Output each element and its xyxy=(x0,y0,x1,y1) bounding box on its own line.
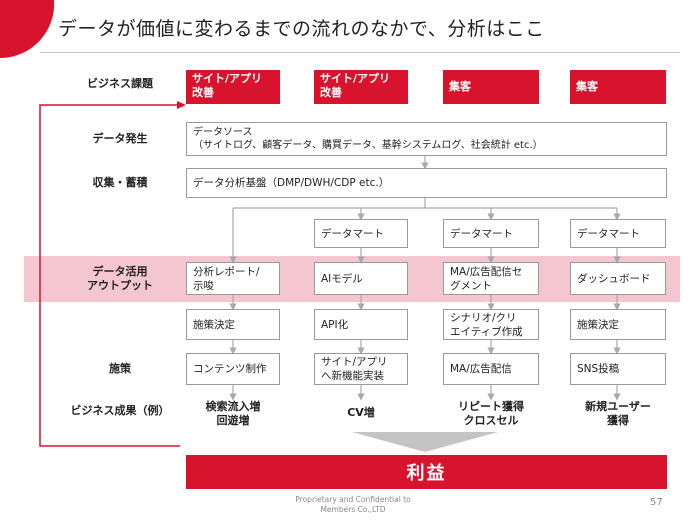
action-feature-label: サイト/アプリ へ新機能実装 xyxy=(321,356,388,382)
action-content: コンテンツ制作 xyxy=(186,353,280,385)
issue-acquisition-1: 集客 xyxy=(443,70,539,104)
decision-1: 施策決定 xyxy=(186,309,280,340)
decision-api-label: API化 xyxy=(321,318,349,331)
output-ai-model-label: AIモデル xyxy=(321,272,363,285)
profit-bar: 利益 xyxy=(186,455,667,489)
issue-acquisition-1-label: 集客 xyxy=(449,80,471,93)
data-source-box: データソース （サイトログ、顧客データ、購買データ、基幹システムログ、社会統計 … xyxy=(186,122,667,156)
row-label-business-issue: ビジネス課題 xyxy=(87,77,153,90)
action-ma-delivery-label: MA/広告配信 xyxy=(450,363,512,375)
result-3: リピート獲得 クロスセル xyxy=(458,400,524,427)
analytics-platform-text: データ分析基盤（DMP/DWH/CDP etc.） xyxy=(193,177,390,189)
footer-confidential: Proprietary and Confidential to Members … xyxy=(295,495,411,514)
output-ma-segment-label: MA/広告配信セ グメント xyxy=(450,265,523,292)
page-title: データが価値に変わるまでの流れのなかで、分析はここ xyxy=(58,18,545,40)
decision-scenario: シナリオ/クリ エイティブ作成 xyxy=(443,309,539,340)
action-content-label: コンテンツ制作 xyxy=(193,363,267,375)
result-1: 検索流入増 回遊増 xyxy=(205,400,261,427)
result-4: 新規ユーザー 獲得 xyxy=(585,400,651,427)
issue-site-app-1: サイト/アプリ 改善 xyxy=(186,70,280,104)
output-ai-model: AIモデル xyxy=(314,262,408,295)
row-label-collection: 収集・蓄積 xyxy=(92,176,148,189)
title-divider xyxy=(40,52,680,53)
data-source-text: データソース （サイトログ、顧客データ、購買データ、基幹システムログ、社会統計 … xyxy=(193,127,543,151)
profit-arrow xyxy=(352,432,498,452)
data-mart-1: データマート xyxy=(314,219,408,248)
row-label-measures: 施策 xyxy=(109,362,131,375)
output-analysis-report-label: 分析レポート/ 示唆 xyxy=(193,265,260,292)
issue-site-app-2: サイト/アプリ 改善 xyxy=(314,70,408,104)
output-analysis-report: 分析レポート/ 示唆 xyxy=(186,262,280,295)
decision-4-label: 施策決定 xyxy=(577,318,619,331)
data-mart-2: データマート xyxy=(443,219,539,248)
decision-4: 施策決定 xyxy=(570,309,666,340)
data-mart-2-label: データマート xyxy=(450,227,513,240)
corner-decoration xyxy=(0,0,55,59)
output-ma-segment: MA/広告配信セ グメント xyxy=(443,262,539,295)
row-label-business-result: ビジネス成果（例） xyxy=(70,404,170,417)
decision-scenario-label: シナリオ/クリ エイティブ作成 xyxy=(450,311,523,338)
output-dashboard-label: ダッシュボード xyxy=(577,272,651,285)
page-number: 57 xyxy=(650,497,663,508)
row-label-data-generation: データ発生 xyxy=(92,132,148,145)
feedback-loop-line xyxy=(39,104,182,447)
action-sns: SNS投稿 xyxy=(570,353,666,385)
feedback-loop-arrowhead xyxy=(177,101,186,109)
output-dashboard: ダッシュボード xyxy=(570,262,666,295)
row-label-data-output: データ活用 アウトプット xyxy=(87,265,153,292)
decision-1-label: 施策決定 xyxy=(193,318,235,331)
data-mart-3-label: データマート xyxy=(577,227,640,240)
data-mart-1-label: データマート xyxy=(321,227,384,240)
result-2: CV増 xyxy=(347,406,375,419)
issue-acquisition-2: 集客 xyxy=(570,70,666,104)
action-sns-label: SNS投稿 xyxy=(577,363,620,375)
decision-api: API化 xyxy=(314,309,408,340)
data-mart-3: データマート xyxy=(570,219,666,248)
issue-acquisition-2-label: 集客 xyxy=(576,80,598,93)
action-ma-delivery: MA/広告配信 xyxy=(443,353,539,385)
action-feature: サイト/アプリ へ新機能実装 xyxy=(314,353,408,385)
analytics-platform-box: データ分析基盤（DMP/DWH/CDP etc.） xyxy=(186,168,667,198)
